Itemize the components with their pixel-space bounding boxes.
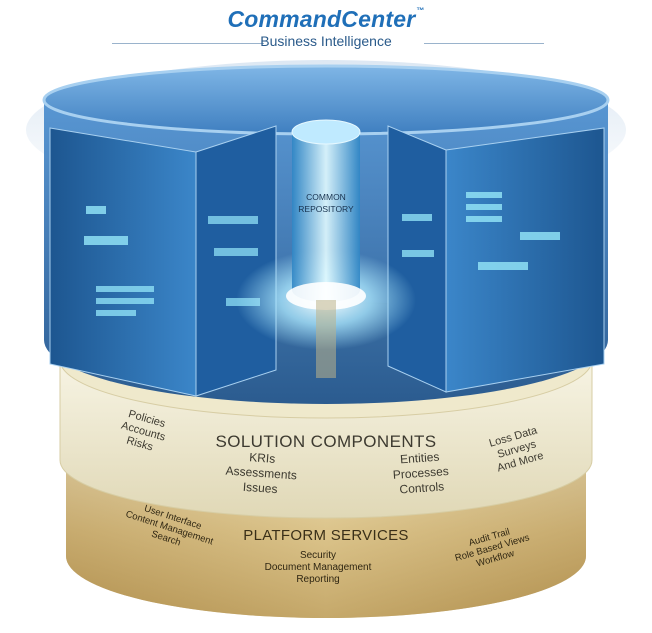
right-panel-screen <box>466 204 502 210</box>
platform-item: Security <box>300 550 336 561</box>
solution-item: Entities <box>400 450 440 467</box>
right-panel-side <box>387 125 447 393</box>
left-panel-screen <box>86 206 106 214</box>
repository-tube-top <box>291 119 361 145</box>
right-panel-front <box>445 127 605 393</box>
brand-name: CommandCenter <box>227 6 416 32</box>
left-panel-screen <box>84 236 128 245</box>
left-panel-screen <box>96 310 136 316</box>
brand-subtitle: Business Intelligence <box>260 33 392 49</box>
solution-item: Assessments <box>225 464 297 483</box>
right-panel-screen <box>466 216 502 222</box>
brand-line-left <box>112 43 264 44</box>
solution-title: SOLUTION COMPONENTS <box>215 432 436 451</box>
right-panel-screen <box>402 214 432 221</box>
solution-item: Controls <box>399 479 445 496</box>
solution-group-kris: KRIs Assessments Issues <box>225 450 297 496</box>
right-panel-screen <box>466 192 502 198</box>
repository-label-line1: COMMON <box>306 192 346 202</box>
right-panel-screen <box>402 250 434 257</box>
platform-title: PLATFORM SERVICES <box>243 527 408 544</box>
platform-item: Document Management <box>265 562 372 573</box>
left-panel-screen <box>96 298 154 304</box>
solution-item: KRIs <box>249 450 276 466</box>
brand-line-right <box>424 43 544 44</box>
brand-title: CommandCenter™ <box>0 6 652 33</box>
blue-cylinder-top <box>44 66 608 134</box>
repository-label-line2: REPOSITORY <box>298 204 354 214</box>
platform-group-security: Security Document Management Reporting <box>265 550 372 585</box>
right-panel-screen <box>520 232 560 240</box>
left-panel-screen <box>208 216 258 224</box>
left-panel-side <box>195 125 277 397</box>
solution-item: Processes <box>392 464 449 482</box>
left-panel-screen <box>96 286 154 292</box>
solution-group-entities: Entities Processes Controls <box>392 450 449 497</box>
repository-stand <box>316 300 336 378</box>
right-panel <box>387 125 605 393</box>
trademark-symbol: ™ <box>416 6 425 15</box>
right-panel-screen <box>478 262 528 270</box>
solution-item: Issues <box>242 480 278 496</box>
left-panel-front <box>49 127 197 397</box>
left-panel <box>49 125 277 397</box>
repository-base-glow <box>286 282 366 310</box>
repository-tube <box>292 132 360 302</box>
repository-column <box>236 119 416 378</box>
left-panel-screen <box>214 248 258 256</box>
platform-item: Reporting <box>296 574 339 585</box>
